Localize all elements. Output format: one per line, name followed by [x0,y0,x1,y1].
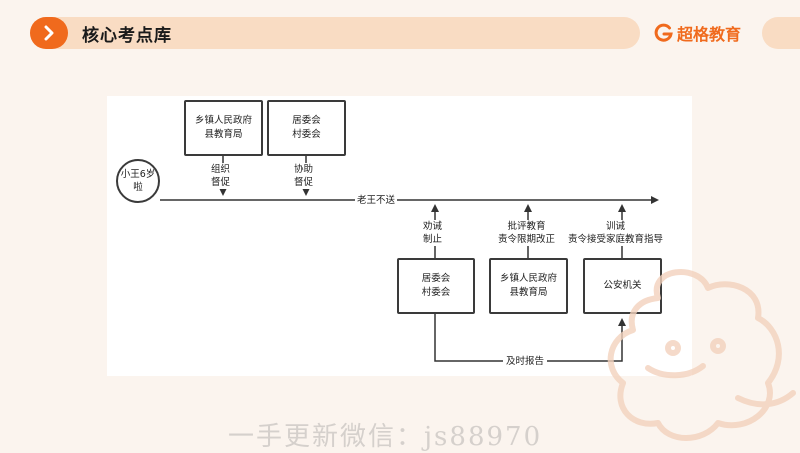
node-line: 村委会 [421,287,451,298]
node-line: 村委会 [292,129,321,140]
start-node: 小王6岁 啦 [116,159,160,203]
mascot-illustration [607,269,796,441]
node-line: 县教育局 [509,287,548,298]
node-line: 居委会 [421,273,451,284]
bottom-action-label-2: 批评教育 责令限期改正 [498,220,556,246]
top-node-township-government: 乡镇人民政府 县教育局 [184,100,263,156]
start-line-2: 啦 [133,182,143,193]
brand-logo: 超格教育 [654,20,741,46]
chevron-right-icon [30,17,68,49]
node-line: 乡镇人民政府 [499,273,557,284]
timeline-label: 老王不送 [355,194,398,207]
bottom-node-township-government: 乡镇人民政府 县教育局 [489,258,568,314]
node-line: 乡镇人民政府 [194,115,252,126]
page-title: 核心考点库 [82,26,172,46]
header-pill-decoration [762,17,800,49]
node-line: 居委会 [292,115,321,126]
start-line-1: 小王6岁 [120,169,156,180]
bottom-node-police: 公安机关 [583,258,662,314]
top-node-residents-committee: 居委会 村委会 [267,100,346,156]
watermark-text: 一手更新微信：js88970 [228,422,543,452]
report-label: 及时报告 [503,355,548,368]
top-action-label-2: 协助 督促 [294,163,314,189]
top-action-label-1: 组织 督促 [211,163,231,189]
header-bar [30,17,640,49]
bottom-action-label-3: 训诫 责令接受家庭教育指导 [568,220,664,246]
brand-g-icon [654,23,673,42]
node-line: 县教育局 [204,129,243,140]
bottom-action-label-1: 劝诫 制止 [423,220,443,246]
node-line: 公安机关 [603,280,642,291]
bottom-node-residents-committee: 居委会 村委会 [397,258,475,314]
brand-name: 超格教育 [677,25,742,44]
diagram-panel: 小王6岁 啦 乡镇人民政府 县教育局 居委会 村委会 组织 督促 协助 督促 老… [107,96,692,376]
